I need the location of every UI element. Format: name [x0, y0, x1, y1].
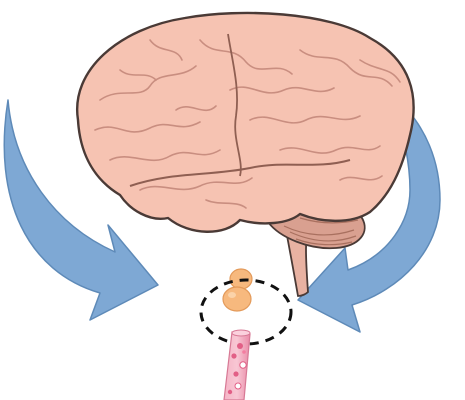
brain-illustration	[77, 13, 413, 232]
orange-glands	[223, 269, 252, 311]
blood-vessel-segment	[224, 330, 250, 400]
